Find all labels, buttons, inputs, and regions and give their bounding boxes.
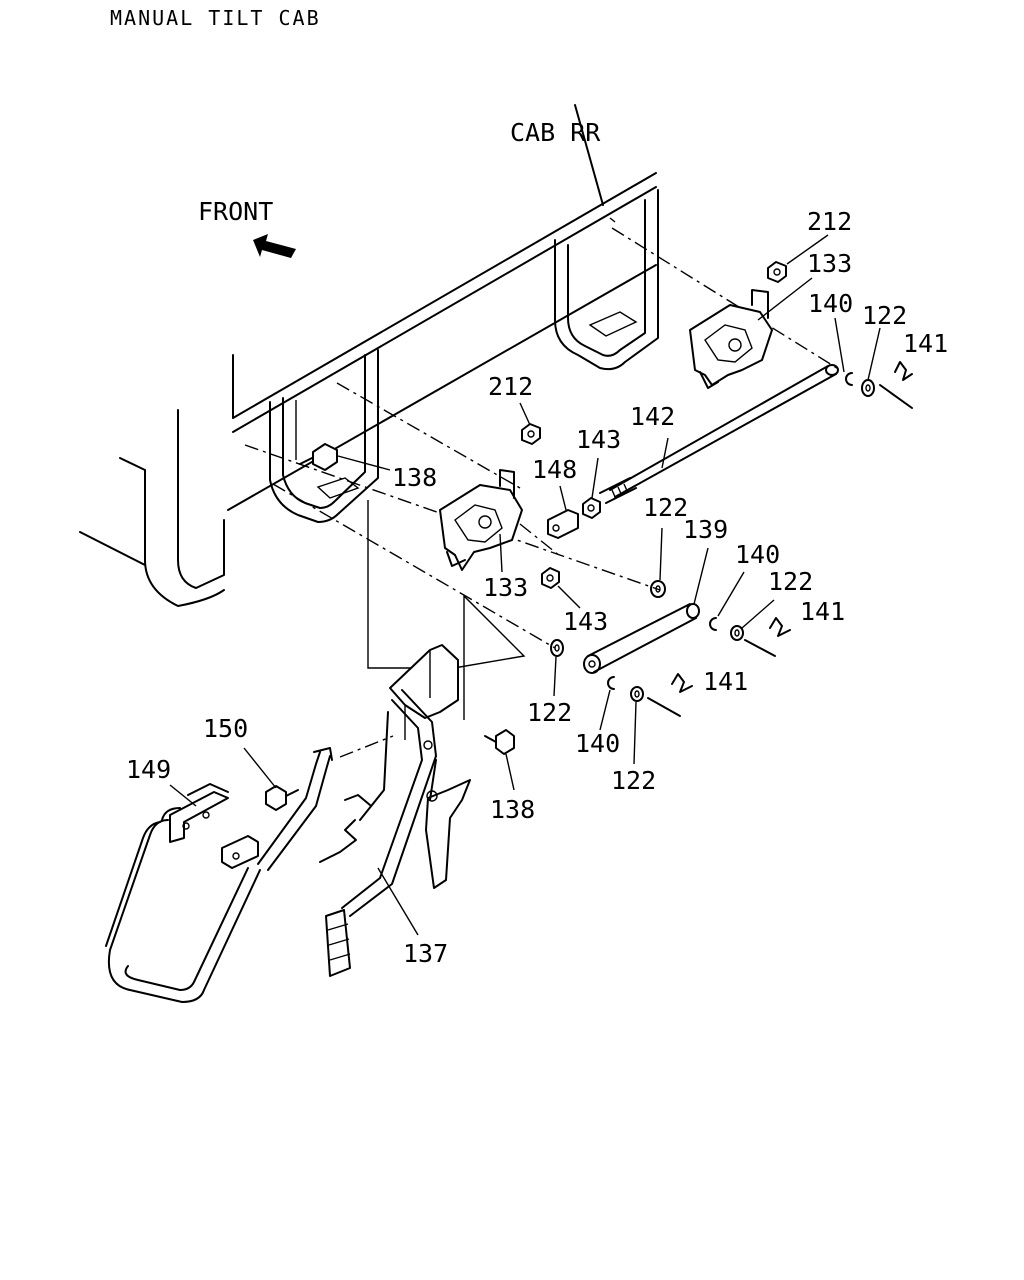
clip-140-mid — [709, 617, 717, 631]
cab-rr-label: CAB RR — [510, 118, 601, 147]
washer-122-right — [730, 625, 744, 641]
label-140-mid: 140 — [735, 540, 780, 569]
nut-212-upper — [767, 261, 787, 283]
label-133-upper: 133 — [807, 249, 852, 278]
label-122-lower: 122 — [611, 766, 656, 795]
label-138-upper: 138 — [392, 463, 437, 492]
bolt-138-lower — [484, 729, 515, 755]
label-122-left: 122 — [527, 698, 572, 727]
bracket-148 — [547, 509, 579, 539]
washer-122-mid — [650, 580, 666, 598]
clip-140-upper — [845, 372, 853, 386]
label-138-lower: 138 — [490, 795, 535, 824]
rod-142 — [599, 364, 839, 504]
label-140-upper: 140 — [808, 289, 853, 318]
step-149 — [105, 747, 333, 1003]
tilt-lever-assembly — [319, 644, 471, 977]
reference-lines — [244, 227, 841, 758]
cab-body — [79, 104, 659, 607]
label-139: 139 — [683, 515, 728, 544]
label-122-upper: 122 — [862, 301, 907, 330]
label-133-lower: 133 — [483, 573, 528, 602]
label-122-right: 122 — [768, 567, 813, 596]
washer-122-lower — [630, 686, 644, 702]
pin-141-lower — [647, 673, 693, 717]
label-143-lower: 143 — [563, 607, 608, 636]
washer-122-upper — [861, 379, 875, 397]
front-label: FRONT — [198, 197, 273, 226]
pin-141-mid — [744, 617, 791, 657]
lock-assembly-upper — [689, 289, 773, 389]
label-122-mid: 122 — [643, 493, 688, 522]
washer-122-left — [550, 639, 564, 657]
nut-212-lower — [521, 423, 541, 445]
label-141-lower: 141 — [703, 667, 748, 696]
bolt-138-upper — [299, 443, 338, 471]
diagram-title: MANUAL TILT CAB — [110, 6, 321, 30]
label-141-upper: 141 — [903, 329, 948, 358]
front-arrow-icon — [253, 234, 296, 258]
label-148: 148 — [532, 455, 577, 484]
label-137: 137 — [403, 939, 448, 968]
lock-assembly-lower — [439, 469, 523, 571]
label-212-upper: 212 — [807, 207, 852, 236]
label-143-upper: 143 — [576, 425, 621, 454]
label-150: 150 — [203, 714, 248, 743]
clip-140-lower — [607, 676, 615, 690]
label-142: 142 — [630, 402, 675, 431]
link-139 — [583, 603, 700, 674]
pin-141-upper — [879, 361, 913, 409]
bolt-150 — [265, 785, 299, 811]
nut-143-lower — [541, 567, 560, 589]
label-140-lower: 140 — [575, 729, 620, 758]
nut-143-upper — [582, 497, 601, 519]
label-141-mid: 141 — [800, 597, 845, 626]
label-149: 149 — [126, 755, 171, 784]
label-212-lower: 212 — [488, 372, 533, 401]
